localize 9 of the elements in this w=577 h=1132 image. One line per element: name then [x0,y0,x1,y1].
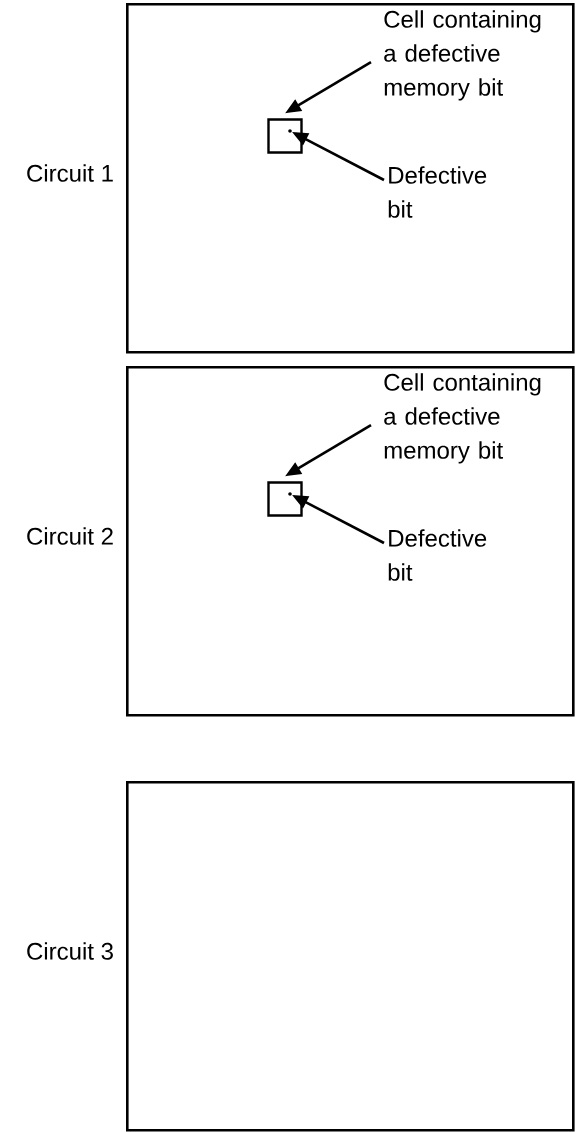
callout-text: Defective bit [388,166,487,218]
circuit-label: Circuit 3 [27,942,113,960]
callout-text: Cell containing a defective memory bit [384,10,541,101]
circuit-label: Circuit 1 [27,164,113,182]
callout-text: Defective bit [388,529,487,581]
circuit-label: Circuit 2 [27,527,113,545]
memory-cell [267,481,303,517]
callout-text: Cell containing a defective memory bit [384,373,541,464]
memory-cell [267,118,303,154]
